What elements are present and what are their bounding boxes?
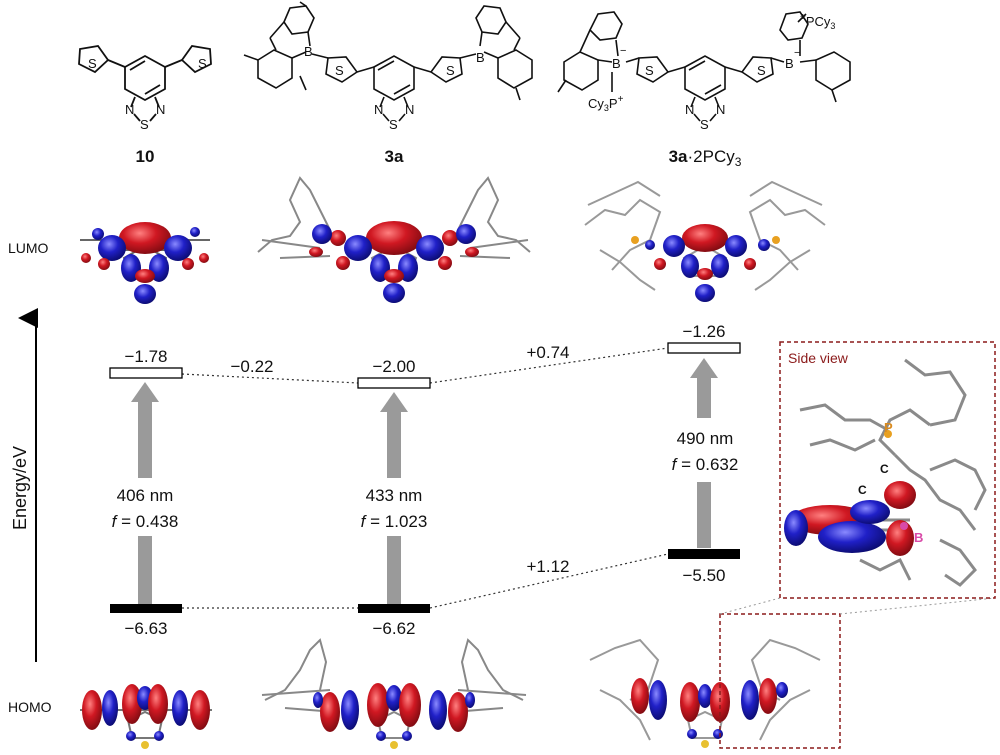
- transition-arrow-shaft: [138, 536, 152, 604]
- oscillator-10: f = 0.438: [112, 512, 179, 531]
- transition-arrow-shaft: [697, 376, 711, 418]
- oscillator-3a: f = 1.023: [361, 512, 428, 531]
- side-view-atom-c: C: [858, 483, 867, 497]
- transition-arrow-shaft: [138, 400, 152, 478]
- atom-b: B: [785, 56, 794, 71]
- atom-s: S: [88, 56, 97, 71]
- energy-axis-label: Energy/eV: [10, 446, 30, 530]
- connector-lines: [181, 347, 669, 609]
- structure-3a: [243, 1, 533, 122]
- cy3p-label: Cy3P+: [588, 94, 624, 113]
- levels-3a-2pcy3: [667, 342, 741, 559]
- zoom-connector-lines: [719, 597, 996, 615]
- side-view-atom-p: P: [884, 420, 893, 435]
- lumo-energy-3a-2pcy3: −1.26: [682, 322, 725, 341]
- atom-n: N: [405, 102, 414, 117]
- atom-s: S: [700, 117, 709, 132]
- lumo-energy-3a: −2.00: [372, 357, 415, 376]
- transition-arrow-head: [690, 358, 718, 378]
- wavelength-3a-2pcy3: 490 nm: [677, 429, 734, 448]
- side-view-inset: Side view P C C B: [779, 341, 996, 599]
- wavelength-10: 406 nm: [117, 486, 174, 505]
- homo-orbital-3a: [261, 638, 527, 749]
- lumo-label: LUMO: [8, 240, 49, 256]
- atom-n: N: [716, 102, 725, 117]
- delta-lumo-3a-3a2pcy3: +0.74: [526, 343, 569, 362]
- transition-arrow-head: [131, 382, 159, 402]
- lumo-orbital-3a-2pcy3: [584, 180, 826, 302]
- atom-s: S: [198, 56, 207, 71]
- atom-b: B: [476, 50, 485, 65]
- delta-homo-3a-3a2pcy3: +1.12: [526, 557, 569, 576]
- delta-lumo-10-3a: −0.22: [230, 357, 273, 376]
- oscillator-3a-2pcy3: f = 0.632: [672, 455, 739, 474]
- lumo-energy-10: −1.78: [124, 347, 167, 366]
- transition-arrow-shaft: [387, 536, 401, 604]
- transition-arrow-head: [380, 392, 408, 412]
- side-view-title: Side view: [788, 350, 849, 366]
- levels-10: [109, 367, 183, 613]
- atom-n: N: [685, 102, 694, 117]
- lumo-level-3a-2pcy3: [667, 342, 741, 354]
- homo-level-3a: [358, 604, 430, 613]
- compound-label-3a-2pcy3: 3a·2PCy3: [669, 147, 742, 169]
- side-view-atom-c: C: [880, 462, 889, 476]
- atom-s: S: [645, 63, 654, 78]
- structure-3a-atoms: B B S S N N S: [304, 44, 485, 132]
- compound-label-10: 10: [136, 147, 155, 166]
- lumo-orbital-3a: [257, 176, 531, 303]
- atom-s: S: [389, 117, 398, 132]
- transition-arrow-shaft: [697, 482, 711, 548]
- homo-energy-3a: −6.62: [372, 619, 415, 638]
- homo-orbital-3a-2pcy3: [589, 638, 821, 748]
- transition-arrow-shaft: [387, 410, 401, 478]
- structure-10-atoms: S S N N S: [88, 56, 207, 132]
- atom-s: S: [757, 63, 766, 78]
- structure-3a-2pcy3-atoms: B − B − S S N N S Cy3P+ +PCy3: [588, 12, 835, 132]
- atom-n: N: [374, 102, 383, 117]
- side-view-atom-b: B: [914, 530, 923, 545]
- structure-10: [78, 45, 212, 122]
- atom-b: B: [612, 56, 621, 71]
- wavelength-3a: 433 nm: [366, 486, 423, 505]
- homo-orbital-10: [80, 684, 212, 749]
- atom-s: S: [335, 63, 344, 78]
- atom-b: B: [304, 44, 313, 59]
- atom-s: S: [140, 117, 149, 132]
- minus-charge: −: [794, 47, 800, 59]
- homo-level-10: [110, 604, 182, 613]
- zoom-region-box: [719, 613, 841, 749]
- structure-3a-2pcy3: [557, 11, 851, 122]
- minus-charge: −: [620, 45, 626, 57]
- homo-label: HOMO: [8, 699, 52, 715]
- atom-n: N: [156, 102, 165, 117]
- compound-label-3a: 3a: [385, 147, 404, 166]
- pcy3-label: +PCy3: [800, 12, 835, 31]
- homo-level-3a-2pcy3: [668, 549, 740, 559]
- atom-s: S: [446, 63, 455, 78]
- lumo-orbital-10: [80, 222, 210, 304]
- lumo-level-3a: [357, 377, 431, 389]
- lumo-level-10: [109, 367, 183, 379]
- homo-energy-3a-2pcy3: −5.50: [682, 566, 725, 585]
- levels-3a: [357, 377, 431, 613]
- homo-energy-10: −6.63: [124, 619, 167, 638]
- atom-n: N: [125, 102, 134, 117]
